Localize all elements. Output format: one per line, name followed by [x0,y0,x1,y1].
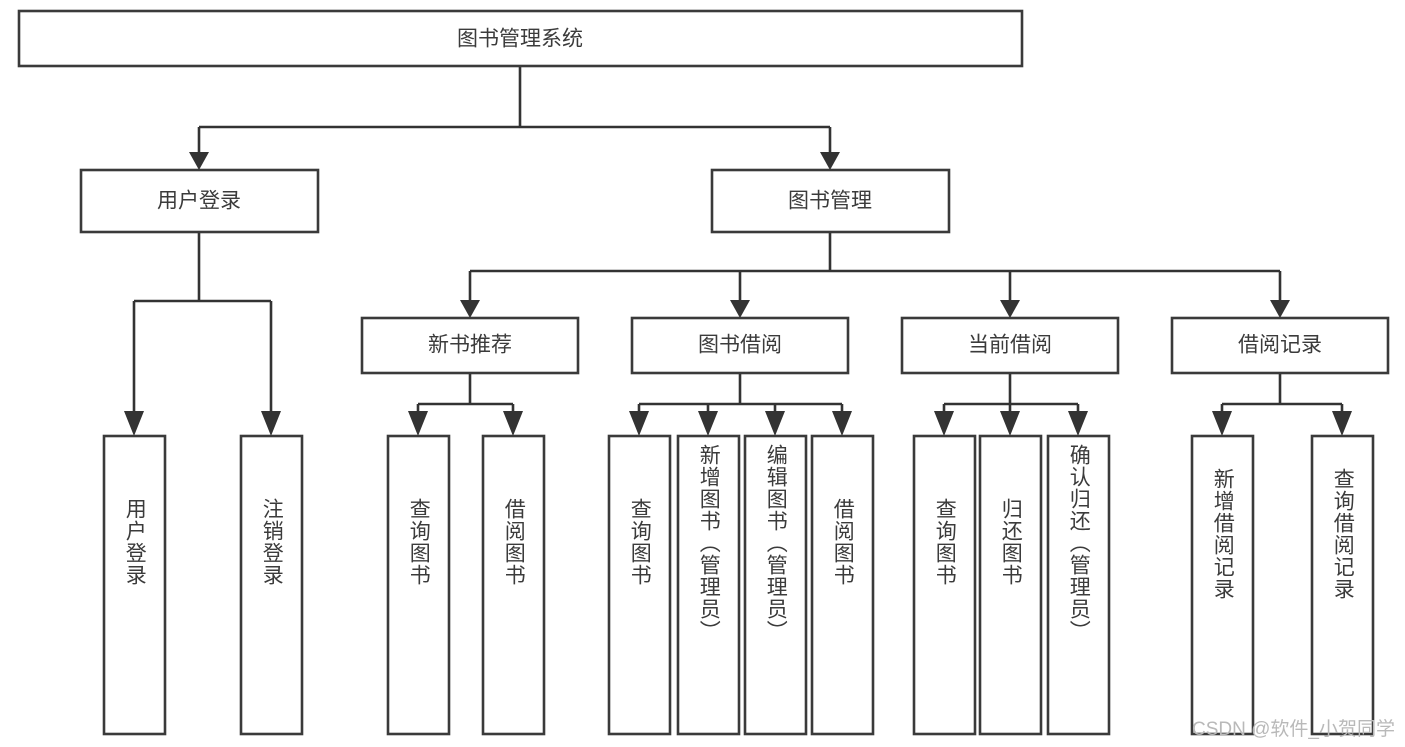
arrowhead-icon-leaf-query-book-2 [629,411,649,436]
node-leaf-query-book-2-box[interactable] [607,434,672,736]
node-borrow-record-label: 借阅记录 [1238,334,1322,357]
arrowhead-icon-leaf-add-book [698,411,718,436]
node-book-borrow[interactable]: 图书借阅 [630,316,850,375]
arrowhead-icon-leaf-return-book [1000,411,1020,436]
arrowhead-group [124,152,1352,436]
arrowhead-icon-leaf-query-book-1 [408,411,428,436]
node-leaf-edit-book-box[interactable] [743,434,808,736]
node-book-borrow-box[interactable] [630,316,850,375]
node-borrow-record-box[interactable] [1170,316,1390,375]
arrowhead-icon-leaf-add-record [1212,411,1232,436]
node-leaf-add-book-box[interactable] [676,434,741,736]
node-current-borrow[interactable]: 当前借阅 [900,316,1120,375]
arrowhead-icon-current-borrow [1000,300,1020,318]
arrowhead-icon-leaf-edit-book [765,411,785,436]
arrowhead-icon-leaf-query-record [1332,411,1352,436]
arrowhead-icon-leaf-confirm-return [1068,411,1088,436]
node-root-label: 图书管理系统 [457,28,583,51]
arrowhead-icon-book-borrow [730,300,750,318]
node-book-manage-box[interactable] [710,168,951,234]
arrowhead-icon-leaf-user-login [124,411,144,436]
node-book-manage[interactable]: 图书管理 [710,168,951,234]
arrowhead-icon-book-manage [820,152,840,170]
node-user-login-label: 用户登录 [157,190,241,213]
node-leaf-return-book-box[interactable] [978,434,1043,736]
node-leaf-add-record-box[interactable] [1190,434,1255,736]
node-leaf-borrow-book-1-box[interactable] [481,434,546,736]
node-leaf-query-record-box[interactable] [1310,434,1375,736]
arrowhead-icon-leaf-borrow-book-2 [832,411,852,436]
node-current-borrow-box[interactable] [900,316,1120,375]
node-new-book-recommend-box[interactable] [360,316,580,375]
arrowhead-icon-user-login [189,152,209,170]
arrowhead-icon-leaf-borrow-book-1 [503,411,523,436]
arrowhead-icon-new-book [460,300,480,318]
node-root-box[interactable] [17,9,1024,68]
node-user-login[interactable]: 用户登录 [79,168,320,234]
node-new-book-recommend-label: 新书推荐 [428,334,512,357]
node-root[interactable]: 图书管理系统 [17,9,1024,68]
node-borrow-record[interactable]: 借阅记录 [1170,316,1390,375]
node-book-manage-label: 图书管理 [788,190,872,213]
node-leaf-user-login-box[interactable] [102,434,167,736]
node-book-borrow-label: 图书借阅 [698,334,782,357]
arrowhead-icon-leaf-query-book-3 [934,411,954,436]
node-user-login-box[interactable] [79,168,320,234]
arrowhead-icon-leaf-logout-login [261,411,281,436]
leaf-node-group [102,434,1375,736]
node-leaf-borrow-book-2-box[interactable] [810,434,875,736]
arrowhead-icon-borrow-record [1270,300,1290,318]
node-leaf-logout-login-box[interactable] [239,434,304,736]
node-leaf-query-book-1-box[interactable] [386,434,451,736]
connector-group [132,66,1344,412]
node-new-book-recommend[interactable]: 新书推荐 [360,316,580,375]
node-current-borrow-label: 当前借阅 [968,334,1052,357]
node-leaf-query-book-3-box[interactable] [912,434,977,736]
node-leaf-confirm-return-box[interactable] [1046,434,1111,736]
